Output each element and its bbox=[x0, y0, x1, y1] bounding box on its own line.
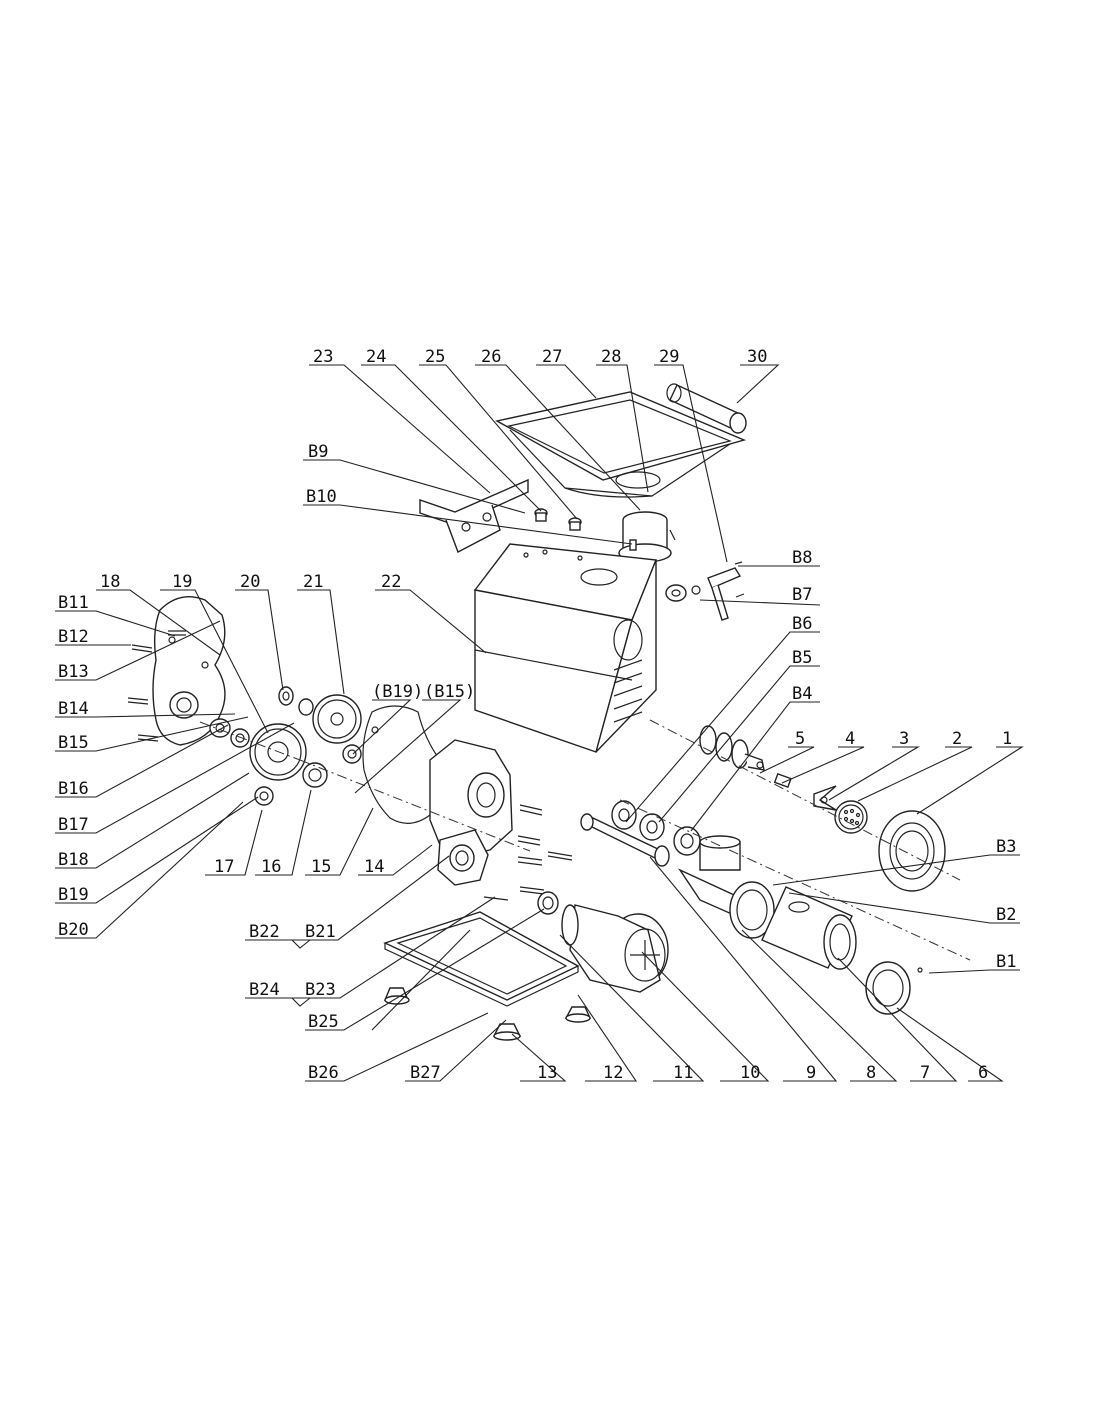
feed-throat bbox=[618, 511, 676, 563]
part-label-9: 9 bbox=[806, 1063, 816, 1083]
seal-ring bbox=[537, 891, 559, 915]
assembly-axes bbox=[199, 719, 971, 961]
part-label-b22: B22 bbox=[249, 922, 280, 942]
part-label-12: 12 bbox=[603, 1063, 623, 1083]
gearbox bbox=[429, 739, 513, 886]
part-label-8: 8 bbox=[866, 1063, 876, 1083]
part-label-29: 29 bbox=[659, 347, 679, 367]
medium-gear bbox=[302, 762, 328, 788]
part-label-21: 21 bbox=[303, 572, 323, 592]
part-label-13: 13 bbox=[537, 1063, 557, 1083]
part-label-b14: B14 bbox=[58, 699, 89, 719]
part-label-18: 18 bbox=[100, 572, 120, 592]
part-label-b17: B17 bbox=[58, 815, 89, 835]
part-label-16: 16 bbox=[261, 857, 281, 877]
leader-lines bbox=[55, 364, 1024, 1082]
lever bbox=[665, 561, 745, 621]
shaft-pin bbox=[773, 772, 792, 788]
part-label-17: 17 bbox=[214, 857, 234, 877]
part-label-b19: B19 bbox=[58, 885, 89, 905]
rubber-feet bbox=[383, 987, 592, 1041]
part-label-26: 26 bbox=[481, 347, 501, 367]
part-label-b7: B7 bbox=[792, 585, 812, 605]
part-label-b24: B24 bbox=[249, 980, 280, 1000]
part-label-b18: B18 bbox=[58, 850, 89, 870]
part-label-b23: B23 bbox=[305, 980, 336, 1000]
cylinder bbox=[761, 886, 857, 970]
part-label-2: 2 bbox=[952, 729, 962, 749]
part-label-11: 11 bbox=[673, 1063, 693, 1083]
part-label-b10: B10 bbox=[306, 487, 337, 507]
spacer bbox=[278, 686, 294, 706]
part-label-25: 25 bbox=[425, 347, 445, 367]
cutting-blade bbox=[813, 785, 837, 811]
part-label-23: 23 bbox=[313, 347, 333, 367]
part-label-20: 20 bbox=[240, 572, 260, 592]
part-label-b15p: (B15) bbox=[424, 682, 475, 702]
small-pinion bbox=[254, 786, 274, 806]
part-label-b19p: (B19) bbox=[372, 682, 423, 702]
part-label-b9: B9 bbox=[308, 442, 328, 462]
part-label-b3: B3 bbox=[996, 837, 1016, 857]
part-label-b26: B26 bbox=[308, 1063, 339, 1083]
part-label-b21: B21 bbox=[305, 922, 336, 942]
part-label-3: 3 bbox=[899, 729, 909, 749]
part-label-b2: B2 bbox=[996, 905, 1016, 925]
part-label-27: 27 bbox=[542, 347, 562, 367]
handle-grip bbox=[666, 383, 747, 434]
upper-gear bbox=[298, 694, 362, 744]
part-label-19: 19 bbox=[172, 572, 192, 592]
base-tray bbox=[383, 911, 580, 1007]
part-label-30: 30 bbox=[747, 347, 767, 367]
part-label-b4: B4 bbox=[792, 684, 812, 704]
part-label-b11: B11 bbox=[58, 593, 89, 613]
part-label-b1: B1 bbox=[996, 952, 1016, 972]
part-label-b27: B27 bbox=[410, 1063, 441, 1083]
gearbox-bolts bbox=[483, 804, 573, 901]
part-label-b6: B6 bbox=[792, 614, 812, 634]
end-cap bbox=[865, 961, 923, 1015]
part-label-22: 22 bbox=[381, 572, 401, 592]
rear-bearings bbox=[209, 718, 250, 748]
part-label-5: 5 bbox=[795, 729, 805, 749]
part-label-14: 14 bbox=[364, 857, 384, 877]
small-knobs bbox=[534, 508, 582, 531]
inner-bearing bbox=[342, 744, 362, 764]
part-label-4: 4 bbox=[845, 729, 855, 749]
motor-housing bbox=[473, 543, 657, 753]
bracket bbox=[419, 478, 529, 553]
hopper-tray bbox=[495, 391, 747, 498]
part-label-b25: B25 bbox=[308, 1012, 339, 1032]
main-shaft bbox=[580, 813, 670, 867]
ring-nut bbox=[878, 810, 946, 892]
cover-screws bbox=[127, 630, 186, 742]
part-label-b8: B8 bbox=[792, 548, 812, 568]
part-label-b15: B15 bbox=[58, 733, 89, 753]
part-label-b12: B12 bbox=[58, 627, 89, 647]
part-label-b13: B13 bbox=[58, 662, 89, 682]
part-label-10: 10 bbox=[740, 1063, 760, 1083]
part-label-7: 7 bbox=[920, 1063, 930, 1083]
part-label-b16: B16 bbox=[58, 779, 89, 799]
part-label-6: 6 bbox=[978, 1063, 988, 1083]
front-washers bbox=[611, 800, 701, 856]
part-label-b20: B20 bbox=[58, 920, 89, 940]
part-label-24: 24 bbox=[366, 347, 386, 367]
part-label-1: 1 bbox=[1002, 729, 1012, 749]
motor bbox=[561, 904, 669, 993]
part-label-b5: B5 bbox=[792, 648, 812, 668]
grinding-plate bbox=[834, 800, 868, 834]
part-label-15: 15 bbox=[311, 857, 331, 877]
rear-cover bbox=[152, 596, 226, 746]
part-label-28: 28 bbox=[601, 347, 621, 367]
